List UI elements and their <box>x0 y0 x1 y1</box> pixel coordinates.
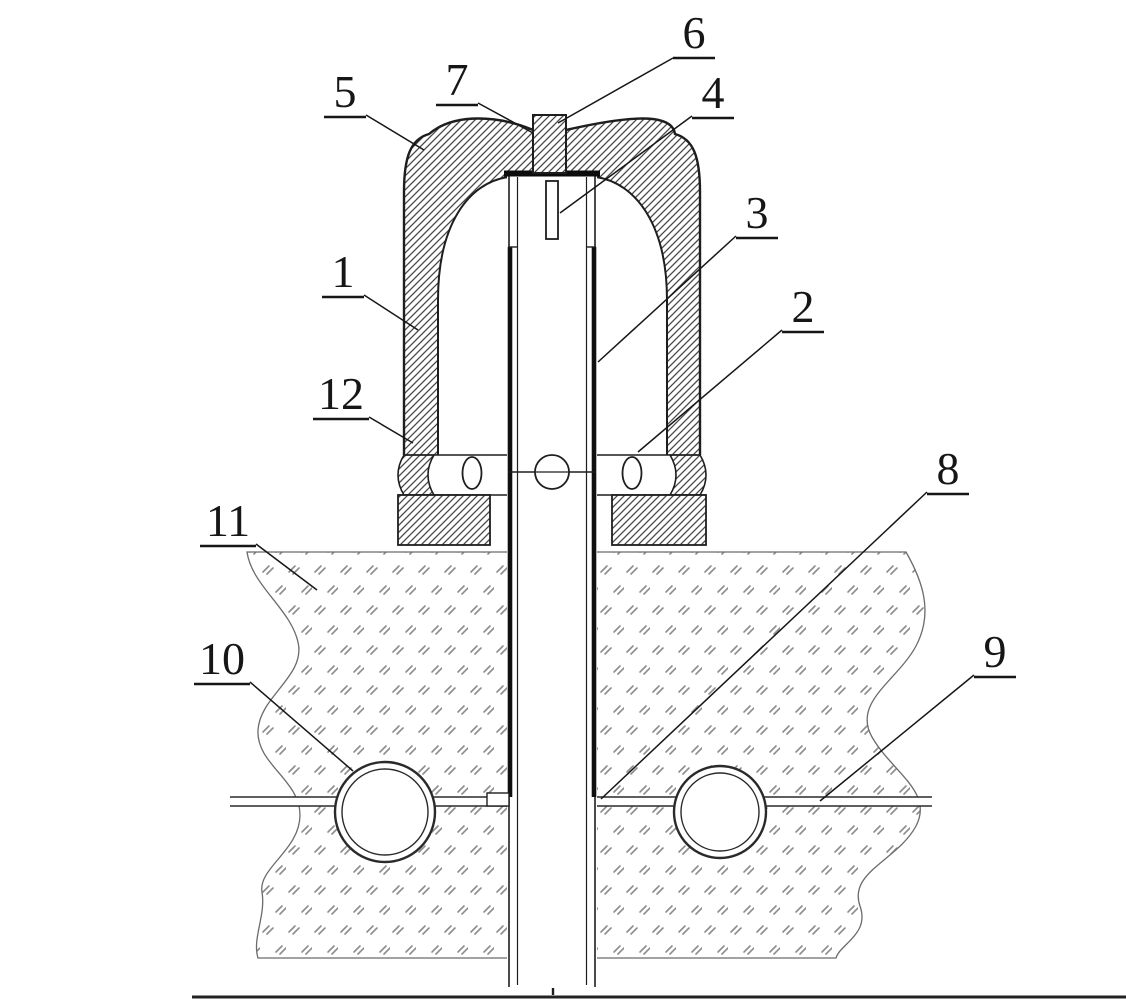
part-label-5: 5 <box>334 66 357 117</box>
dome-housing <box>397 117 707 546</box>
side-tab <box>486 792 510 807</box>
center-port <box>509 454 596 490</box>
right-flange-block <box>611 494 707 546</box>
part-label-6: 6 <box>683 7 706 58</box>
part-label-8: 8 <box>937 443 960 494</box>
leader-10 <box>249 681 354 772</box>
right-pipe-cross-section <box>672 764 768 860</box>
part-label-12: 12 <box>318 368 364 419</box>
part-label-7: 7 <box>446 54 469 105</box>
leader-2 <box>637 329 783 453</box>
leader-9 <box>819 674 975 802</box>
leader-11 <box>255 543 318 591</box>
part-label-3: 3 <box>746 187 769 238</box>
part-label-4: 4 <box>702 67 725 118</box>
part-label-2: 2 <box>792 281 815 332</box>
part-label-10: 10 <box>199 633 245 684</box>
right-bolt-hole <box>621 456 643 490</box>
left-flange-block <box>397 494 491 546</box>
leader-3 <box>597 235 737 363</box>
tube-bore <box>507 172 597 987</box>
part-label-11: 11 <box>206 495 250 546</box>
leader-12 <box>368 416 414 444</box>
leader-4 <box>559 115 693 214</box>
leader-6 <box>557 57 674 124</box>
right-gasket <box>668 454 707 496</box>
dome-wall-hatch <box>404 118 700 455</box>
part-label-9: 9 <box>984 626 1007 677</box>
left-pipe-cross-section <box>333 760 437 864</box>
leader-5 <box>365 114 425 151</box>
leader-lines <box>249 57 975 802</box>
left-gasket <box>397 454 436 496</box>
left-bolt-hole <box>461 456 483 490</box>
top-plug <box>532 114 567 174</box>
part-label-1: 1 <box>332 246 355 297</box>
leader-8 <box>600 491 928 800</box>
leader-1 <box>363 294 419 331</box>
part-labels: 1 2 3 4 5 6 7 8 9 10 11 12 <box>194 7 1016 686</box>
leader-7 <box>477 102 534 134</box>
inner-pin <box>545 180 559 240</box>
center-tube <box>486 170 600 995</box>
